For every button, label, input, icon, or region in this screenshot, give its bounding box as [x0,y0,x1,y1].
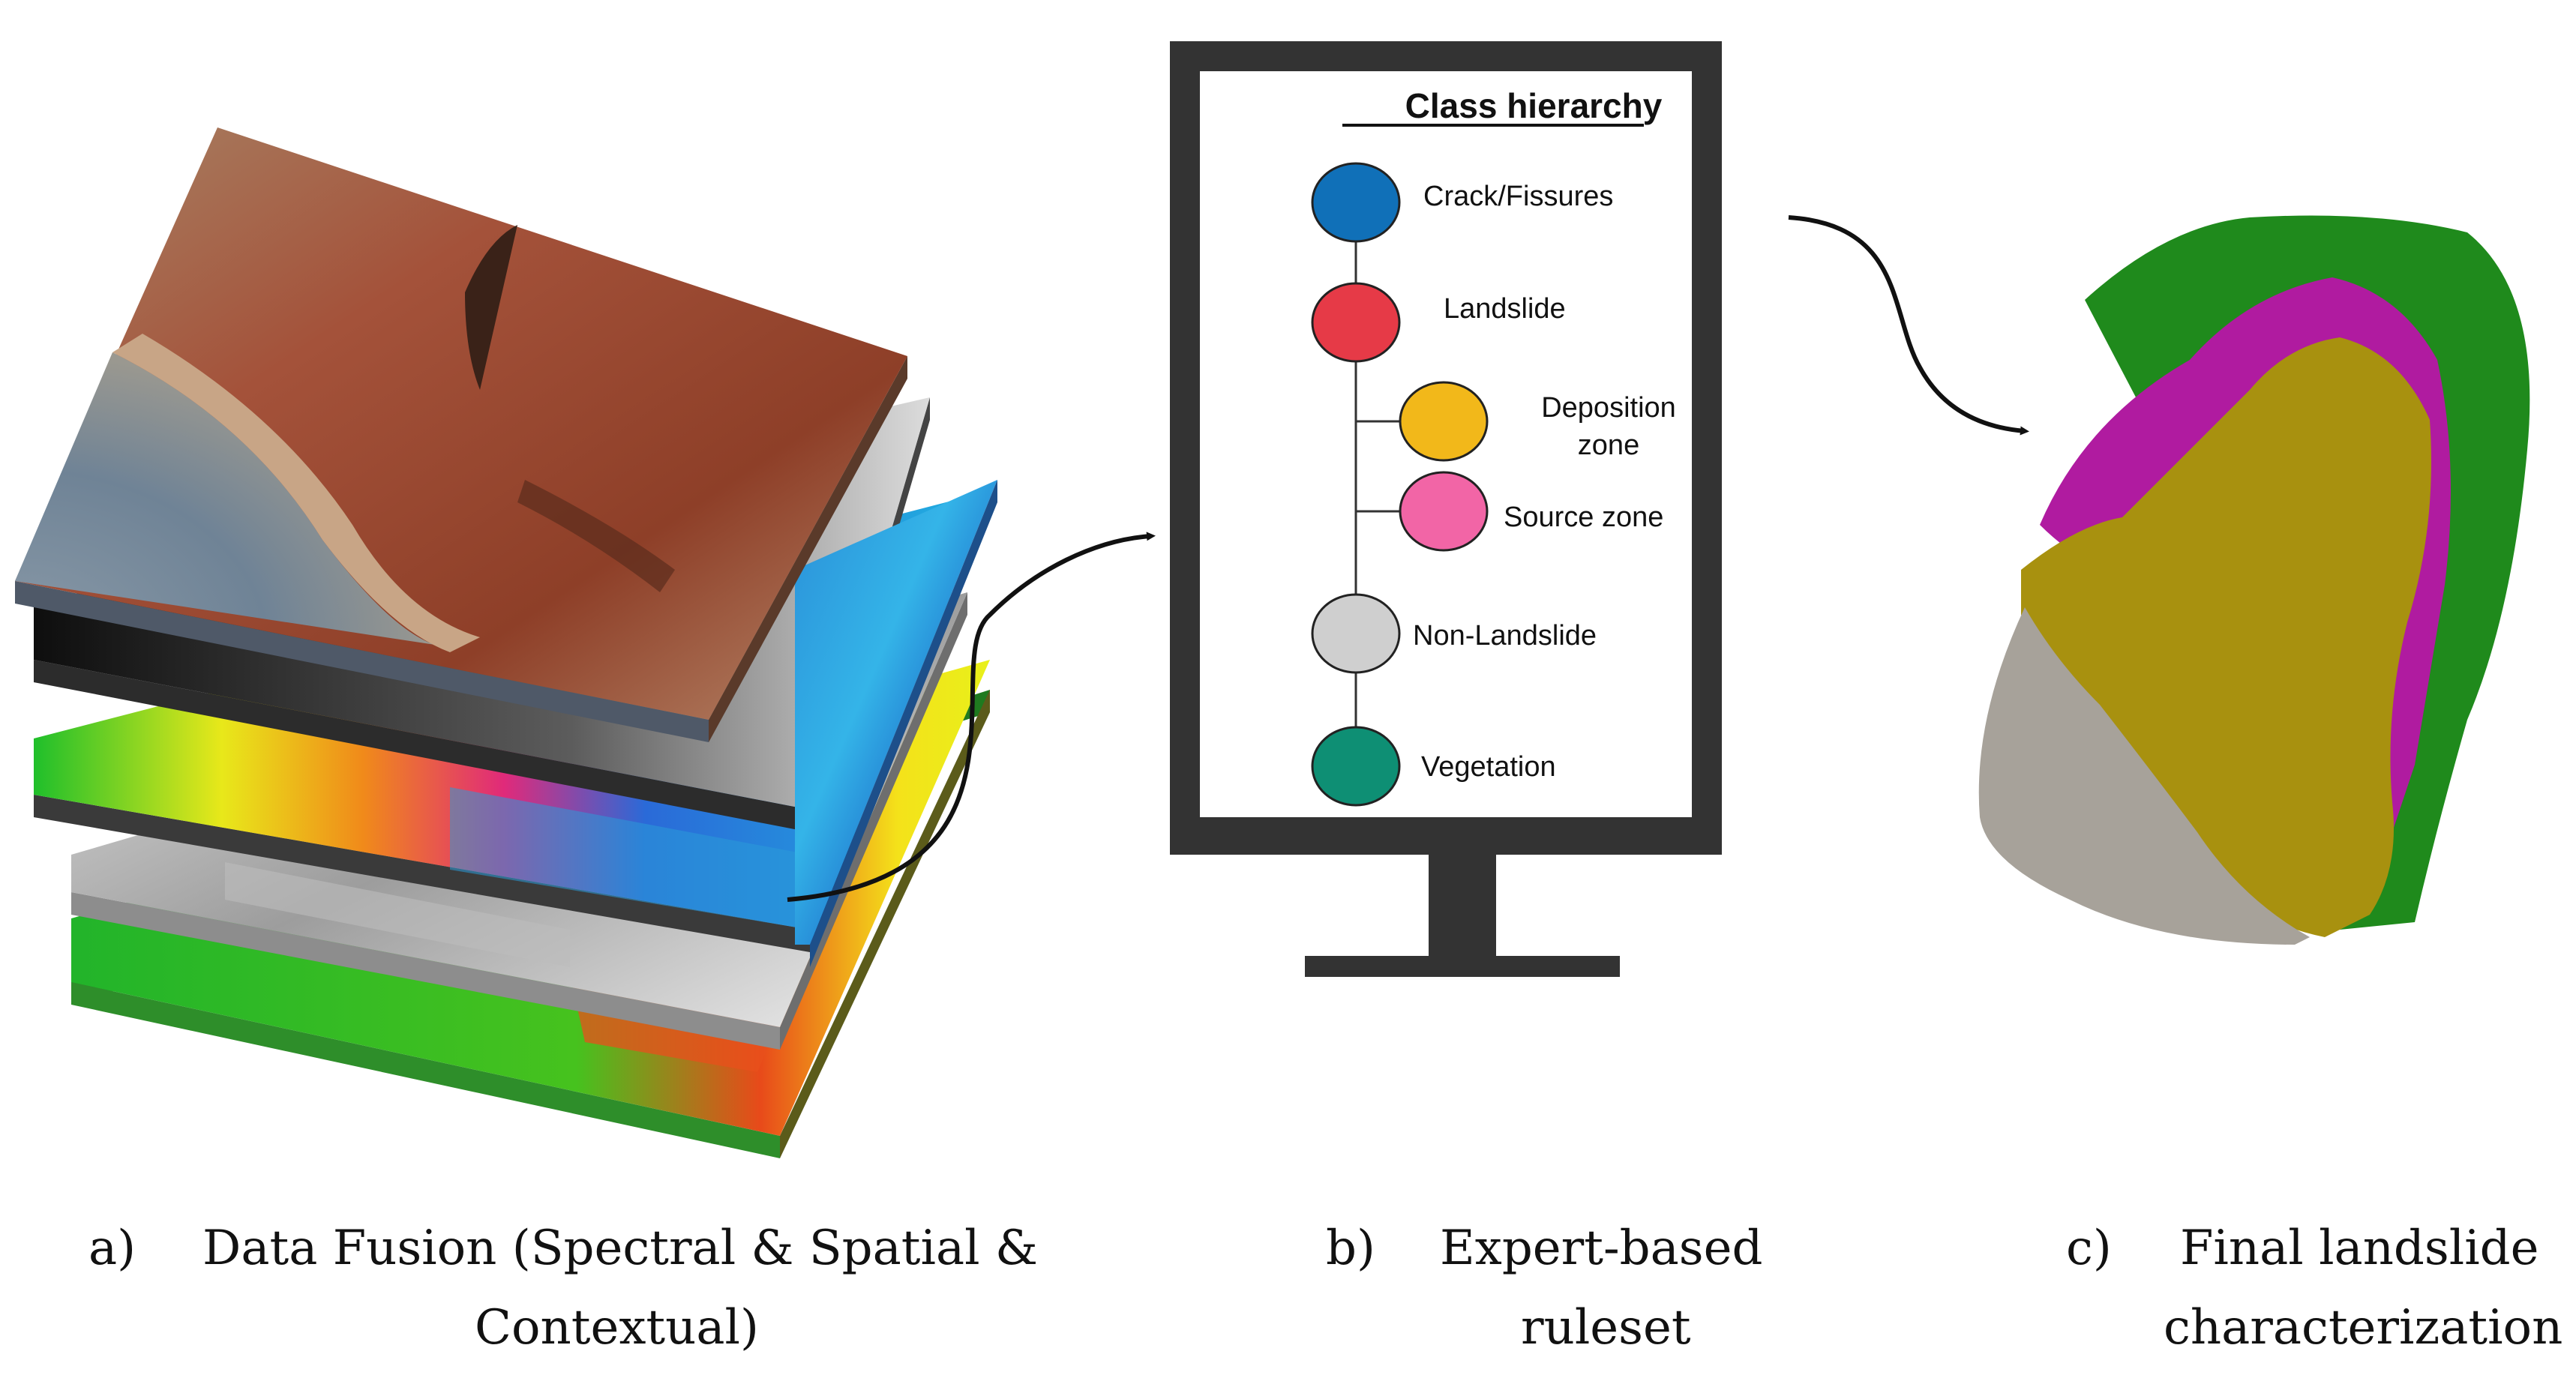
non-landslide-region [1978,607,2310,945]
class-vegetation: Vegetation [1311,726,1556,807]
deposition-zone-region [2021,337,2431,937]
class-non-landslide-swatch [1311,593,1401,674]
class-landslide-swatch [1311,282,1401,363]
class-deposition-zone-label-2: zone [1578,430,1639,461]
arrow-a-to-b [787,532,1156,902]
caption-c-line1: Final landslide [2180,1221,2539,1276]
caption-b-line1: Expert-based [1440,1221,1763,1276]
class-vegetation-label: Vegetation [1421,751,1556,783]
caption-c: c) Final landslide characterization [2066,1209,2576,1374]
class-crack-fissures: Crack/Fissures [1311,162,1613,243]
caption-c-line2: characterization [2164,1300,2563,1356]
class-source-zone: Source zone [1399,471,1663,552]
landslide-map [1978,215,2530,945]
caption-c-letter: c) [2066,1221,2112,1276]
class-deposition-zone: Deposition zone [1399,381,1676,462]
caption-b: b) Expert-based ruleset [1326,1209,1851,1374]
caption-a-line1: Data Fusion (Spectral & Spatial & [202,1221,1038,1276]
caption-b-line2: ruleset [1521,1300,1691,1356]
monitor: Class hierarchy Crack/Fissures Landslide… [1170,41,1722,977]
class-crack-fissures-swatch [1311,162,1401,243]
class-non-landslide: Non-Landslide [1311,593,1597,674]
caption-a-line2: Contextual) [475,1300,759,1356]
class-source-zone-swatch [1399,471,1489,552]
class-crack-fissures-label: Crack/Fissures [1423,181,1613,212]
class-hierarchy-title: Class hierarchy [1405,86,1663,125]
arrow-b-to-c [1788,215,2029,436]
class-source-zone-label: Source zone [1504,502,1663,533]
caption-a-letter: a) [88,1221,136,1276]
caption-a: a) Data Fusion (Spectral & Spatial & Con… [88,1209,1063,1374]
class-non-landslide-label: Non-Landslide [1413,620,1597,652]
class-landslide: Landslide [1311,282,1566,363]
class-deposition-zone-label: Deposition [1541,392,1676,424]
data-layer-stack [15,127,997,1158]
class-landslide-label: Landslide [1444,293,1566,325]
class-vegetation-swatch [1311,726,1401,807]
class-deposition-zone-swatch [1399,381,1489,462]
layer-satellite [15,127,907,742]
layer-blue-index [795,480,997,967]
caption-b-letter: b) [1326,1221,1375,1276]
